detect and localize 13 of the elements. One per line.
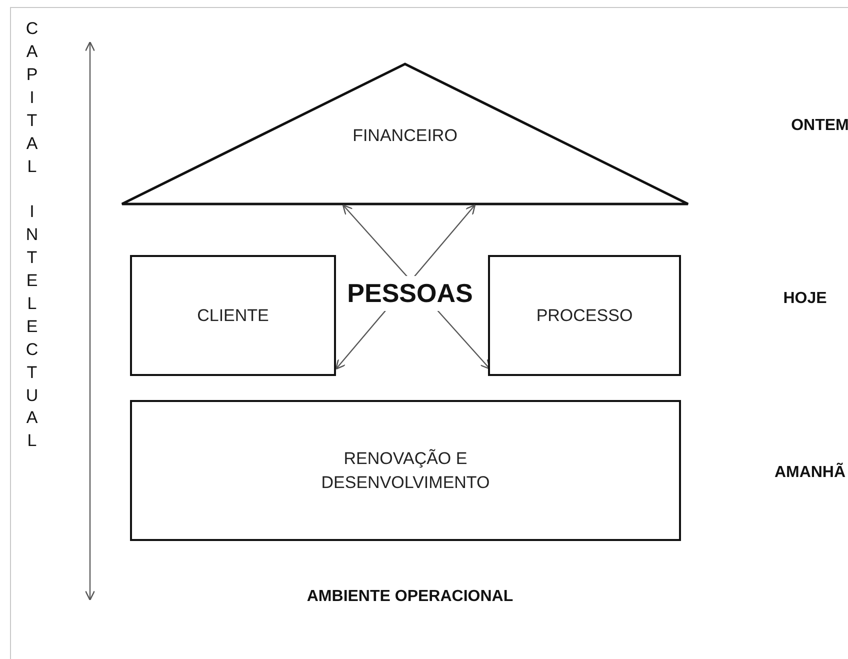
text-label: ONTEM bbox=[790, 116, 848, 136]
rectangle-box bbox=[488, 255, 681, 376]
node-label: CLIENTE bbox=[196, 304, 270, 327]
rectangle-box bbox=[130, 400, 681, 541]
text-label: AMBIENTE OPERACIONAL bbox=[306, 587, 514, 607]
node-label: PROCESSO bbox=[535, 304, 634, 327]
node-label: RENOVAÇÃO E DESENVOLVIMENTO bbox=[320, 448, 491, 494]
vertical-label: CAPITAL INTELECTUAL bbox=[24, 18, 40, 452]
text-label: HOJE bbox=[782, 289, 828, 309]
roof-triangle bbox=[120, 62, 690, 206]
text-label: AMANHÃ bbox=[773, 462, 847, 483]
rectangle-box bbox=[130, 255, 336, 376]
node-label: FINANCEIRO bbox=[352, 125, 458, 147]
